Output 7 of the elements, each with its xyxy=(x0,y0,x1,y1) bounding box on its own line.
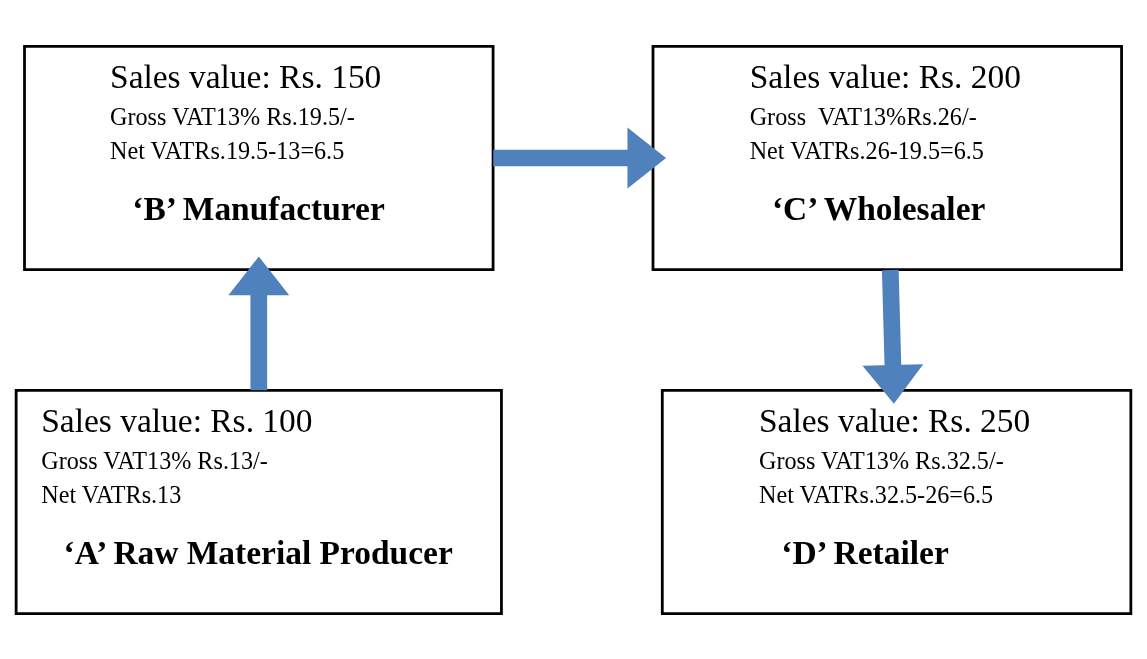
arrow xyxy=(493,127,667,188)
node-box: Sales value: Rs. 200 Gross VAT13%Rs.26/- Net VATRs.26-19.5=6.5 ‘C’ Wholesaler xyxy=(651,44,1123,271)
arrow xyxy=(862,269,924,404)
arrow xyxy=(228,256,290,390)
node-box: Sales value: Rs. 100 Gross VAT13% Rs.13/- Net VATRs.13 ‘A’ Raw Material Producer xyxy=(14,388,503,615)
node-box: Sales value: Rs. 150 Gross VAT13% Rs.19.5/- Net VATRs.19.5-13=6.5 ‘B’ Manufacturer xyxy=(23,44,495,271)
node-box: Sales value: Rs. 250 Gross VAT13% Rs.32.5/- Net VATRs.32.5-26=6.5 ‘D’ Retailer xyxy=(660,388,1133,615)
